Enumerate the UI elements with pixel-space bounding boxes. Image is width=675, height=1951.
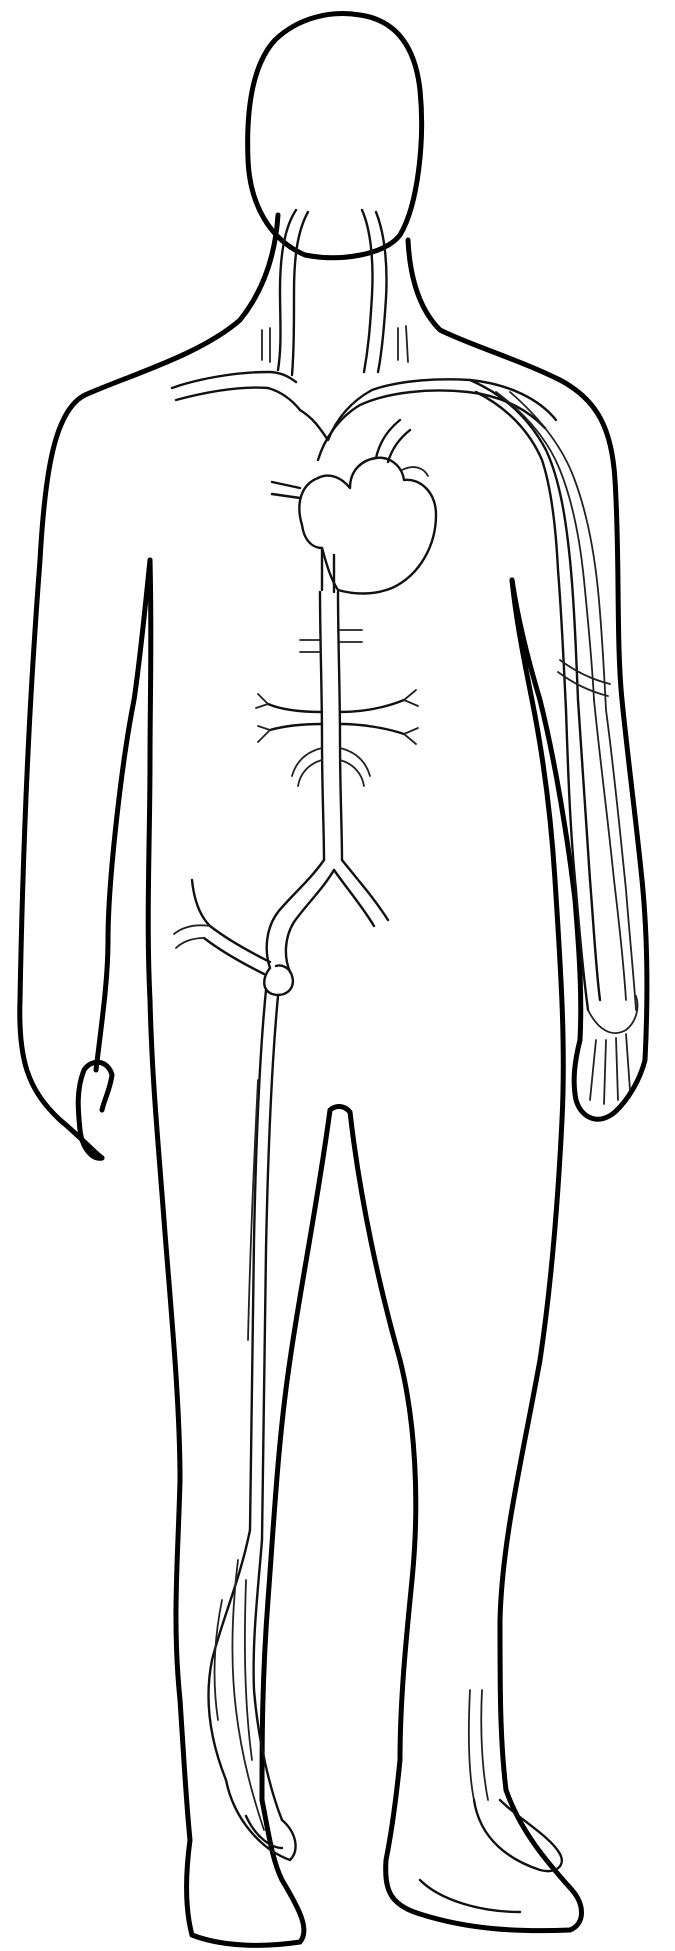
heart-vessel-left bbox=[272, 482, 334, 592]
left-iliac-inner bbox=[286, 870, 334, 972]
carotid-vessels bbox=[262, 210, 408, 375]
aortic-arch-inner bbox=[318, 391, 545, 460]
aortic-arch-vessels bbox=[172, 372, 556, 460]
right-jugular-stub bbox=[398, 326, 408, 362]
left-inner-arm-contour bbox=[96, 560, 150, 1070]
right-carotid-vessel bbox=[362, 210, 373, 372]
intercostal-branch-right bbox=[340, 630, 362, 642]
aorta-left-wall bbox=[320, 592, 324, 860]
left-mesenteric-stub bbox=[292, 748, 322, 786]
inner-leg-contour bbox=[262, 1106, 416, 1800]
right-renal-artery bbox=[340, 700, 404, 734]
left-subclavian-vessel-inner bbox=[176, 388, 300, 410]
right-renal-branches bbox=[404, 690, 418, 744]
hand-vessel-fingers bbox=[590, 1034, 630, 1104]
brachial-vessel-2 bbox=[476, 392, 566, 710]
left-groin-branch bbox=[192, 880, 270, 962]
forearm-vessel-4 bbox=[606, 710, 636, 1010]
right-ankle-vessel-1 bbox=[469, 1690, 474, 1800]
heart-vessel-top bbox=[376, 420, 410, 462]
right-mesenteric-stub bbox=[340, 748, 370, 786]
left-renal-branches bbox=[256, 694, 270, 742]
arm-vessels bbox=[470, 380, 638, 1104]
right-hand-outline bbox=[574, 1040, 645, 1119]
body-outline bbox=[20, 14, 647, 1946]
heart-outline bbox=[299, 458, 436, 594]
aorta-right-wall bbox=[338, 592, 342, 860]
right-iliac-inner bbox=[334, 870, 374, 926]
femoral-vessel-2 bbox=[262, 996, 278, 1540]
heart-vessel-right bbox=[402, 467, 428, 476]
left-iliac-loop bbox=[264, 965, 293, 994]
iliac-arteries bbox=[174, 860, 388, 995]
right-ankle-vessel-2 bbox=[481, 1690, 488, 1800]
wrist-arch-vessel bbox=[588, 996, 638, 1033]
brachial-vessel-3 bbox=[496, 392, 594, 700]
tibial-vessel-mid bbox=[232, 1560, 264, 1830]
descending-aorta bbox=[256, 592, 418, 860]
left-carotid-vessel-inner bbox=[292, 212, 308, 375]
right-carotid-vessel-inner bbox=[376, 212, 387, 372]
right-foot-vessels bbox=[420, 1690, 562, 1912]
heart bbox=[272, 420, 436, 594]
left-iliac-outer bbox=[267, 860, 324, 968]
left-torso-leg-contour bbox=[148, 560, 192, 1935]
right-foot-vessel-outer bbox=[420, 1880, 520, 1912]
head-outline bbox=[248, 14, 422, 258]
left-hand-outline bbox=[78, 1062, 112, 1158]
groin-split bbox=[174, 925, 210, 948]
intercostal-branch-left bbox=[300, 640, 320, 652]
left-subclavian-vessel bbox=[172, 372, 296, 388]
left-jugular-stub bbox=[262, 328, 270, 362]
left-renal-artery bbox=[268, 704, 322, 730]
